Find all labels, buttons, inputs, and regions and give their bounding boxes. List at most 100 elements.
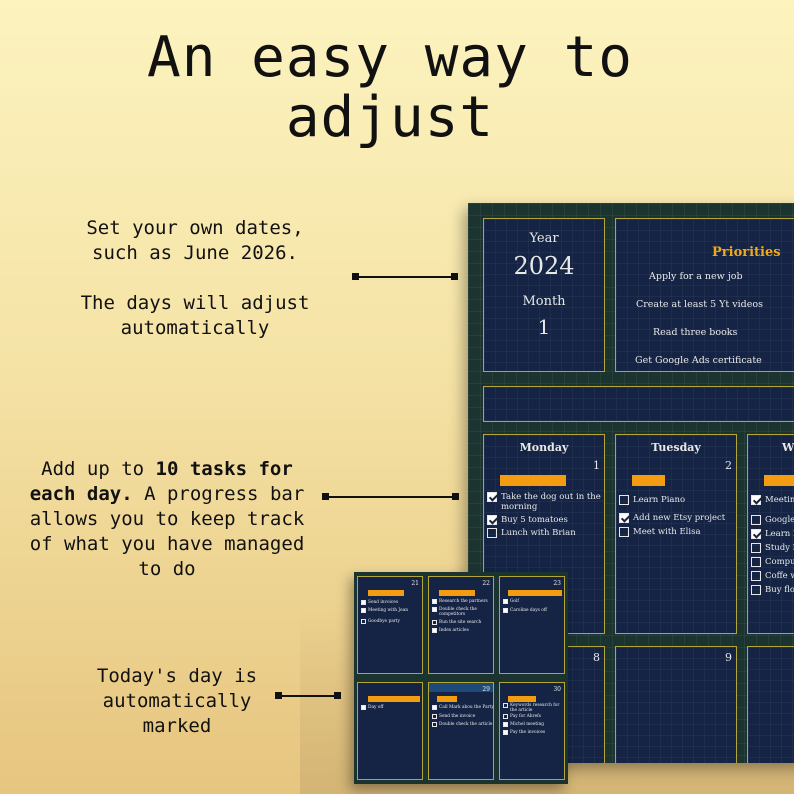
- task-item[interactable]: Meeting: [751, 495, 794, 505]
- mini-progress-bar: [508, 696, 536, 702]
- note-tasks: Add up to 10 tasks for each day. A progr…: [22, 457, 312, 582]
- checkbox[interactable]: [432, 607, 437, 612]
- mini-task-text: Pay the invoices: [510, 730, 546, 735]
- checkbox[interactable]: [503, 599, 508, 604]
- checkbox[interactable]: [751, 543, 761, 553]
- connector-today: [275, 692, 341, 699]
- checkbox[interactable]: [487, 515, 497, 525]
- checkbox[interactable]: [432, 628, 437, 633]
- priority-item[interactable]: Apply for a new job: [649, 271, 743, 282]
- checkbox[interactable]: [432, 714, 437, 719]
- priorities-box: Priorities Apply for a new job Create at…: [615, 218, 794, 372]
- checkbox[interactable]: [751, 585, 761, 595]
- mini-task-text: Pay for Ahrefs: [510, 714, 541, 719]
- mini-task[interactable]: Research the partners: [432, 599, 494, 604]
- mini-day-number: 23: [553, 580, 561, 587]
- headline-line-2: adjust: [285, 85, 495, 150]
- checkbox[interactable]: [432, 722, 437, 727]
- note-dates-line: automatically: [120, 317, 270, 339]
- checkbox[interactable]: [619, 527, 629, 537]
- day-cell-10: [747, 646, 794, 763]
- mini-task[interactable]: Golf: [503, 599, 565, 604]
- priority-item[interactable]: Read three books: [653, 327, 738, 338]
- checkbox[interactable]: [487, 492, 497, 502]
- mini-task[interactable]: Pay the invoices: [503, 730, 565, 735]
- checkbox[interactable]: [619, 513, 629, 523]
- mini-task[interactable]: Send invoices: [361, 600, 423, 605]
- mini-task-text: Call Mark abou the Party: [439, 705, 494, 710]
- checkbox[interactable]: [503, 714, 508, 719]
- checkbox[interactable]: [361, 619, 366, 624]
- mini-task[interactable]: Keywords research for the article: [503, 703, 565, 713]
- checkbox[interactable]: [751, 557, 761, 567]
- task-item[interactable]: Coffe wi: [751, 571, 794, 581]
- priority-item[interactable]: Create at least 5 Yt videos: [636, 299, 763, 310]
- mini-task[interactable]: Index articles: [432, 628, 494, 633]
- year-value[interactable]: 2024: [513, 252, 575, 280]
- mini-task-text: Golf: [510, 599, 519, 604]
- mini-task-text: Keywords research for the article: [510, 703, 560, 713]
- day-number: 1: [593, 459, 600, 472]
- checkbox[interactable]: [751, 495, 761, 505]
- task-item[interactable]: Buy flow: [751, 585, 794, 595]
- mini-task[interactable]: Double check the competitors: [432, 607, 494, 617]
- checkbox[interactable]: [751, 571, 761, 581]
- mini-task[interactable]: Day off: [361, 705, 423, 710]
- mini-task[interactable]: Send the invoice: [432, 714, 494, 719]
- checkbox[interactable]: [432, 705, 437, 710]
- checkbox[interactable]: [503, 703, 508, 708]
- task-item[interactable]: Lunch with Brian: [487, 528, 605, 538]
- mini-task[interactable]: Run the site search: [432, 620, 494, 625]
- note-dates-line: The days will adjust: [80, 292, 310, 314]
- priority-item[interactable]: Get Google Ads certificate: [635, 355, 762, 366]
- checkbox[interactable]: [751, 529, 761, 539]
- note-dates-line: Set your own dates,: [86, 217, 304, 239]
- checkbox[interactable]: [503, 722, 508, 727]
- day-number: 8: [593, 651, 600, 664]
- task-item[interactable]: Learn Piano: [619, 495, 737, 505]
- mini-task-text: Goodbye party: [368, 619, 400, 624]
- checkbox[interactable]: [503, 730, 508, 735]
- task-text: Coffe wi: [765, 571, 794, 581]
- headline: An easy way to adjust: [0, 28, 780, 148]
- task-item[interactable]: Google A: [751, 515, 794, 525]
- checkbox[interactable]: [361, 600, 366, 605]
- notes-bar[interactable]: [483, 386, 794, 422]
- note-dates: Set your own dates, such as June 2026. T…: [70, 216, 320, 341]
- month-label: Month: [522, 294, 566, 309]
- task-item[interactable]: Take the dog out in the morning: [487, 492, 605, 512]
- checkbox[interactable]: [487, 528, 497, 538]
- task-item[interactable]: Comput: [751, 557, 794, 567]
- task-item[interactable]: Buy 5 tomatoes: [487, 515, 605, 525]
- task-item[interactable]: Add new Etsy project: [619, 513, 737, 523]
- task-text: Meeting: [765, 495, 794, 505]
- task-text: Add new Etsy project: [633, 513, 726, 523]
- mini-day-number: 30: [553, 686, 561, 693]
- year-month-box: Year 2024 Month 1: [483, 218, 605, 372]
- task-text: Lunch with Brian: [501, 528, 576, 538]
- mini-task[interactable]: Call Mark abou the Party: [432, 705, 494, 710]
- month-value[interactable]: 1: [537, 315, 551, 339]
- checkbox[interactable]: [432, 599, 437, 604]
- headline-line-1: An easy way to: [146, 25, 633, 90]
- task-item[interactable]: Meet with Elisa: [619, 527, 737, 537]
- checkbox[interactable]: [619, 495, 629, 505]
- mini-task-text: Meeting with Jean: [368, 608, 408, 613]
- mini-task[interactable]: Goodbye party: [361, 619, 423, 624]
- task-item[interactable]: Study Fr: [751, 543, 794, 553]
- day-name: We: [782, 441, 794, 454]
- task-item[interactable]: Learn Pi: [751, 529, 794, 539]
- mini-task[interactable]: Pay for Ahrefs: [503, 714, 565, 719]
- checkbox[interactable]: [751, 515, 761, 525]
- checkbox[interactable]: [432, 620, 437, 625]
- checkbox[interactable]: [503, 608, 508, 613]
- checkbox[interactable]: [361, 705, 366, 710]
- mini-task[interactable]: Caroline days off: [503, 608, 565, 613]
- mini-task[interactable]: Meeting with Jean: [361, 608, 423, 613]
- connector-tasks: [322, 493, 459, 500]
- day-cell-9: 9: [615, 646, 737, 763]
- mini-task[interactable]: Double check the article: [432, 722, 494, 727]
- checkbox[interactable]: [361, 608, 366, 613]
- mini-progress-bar: [437, 696, 457, 702]
- mini-task[interactable]: Michel meeting: [503, 722, 565, 727]
